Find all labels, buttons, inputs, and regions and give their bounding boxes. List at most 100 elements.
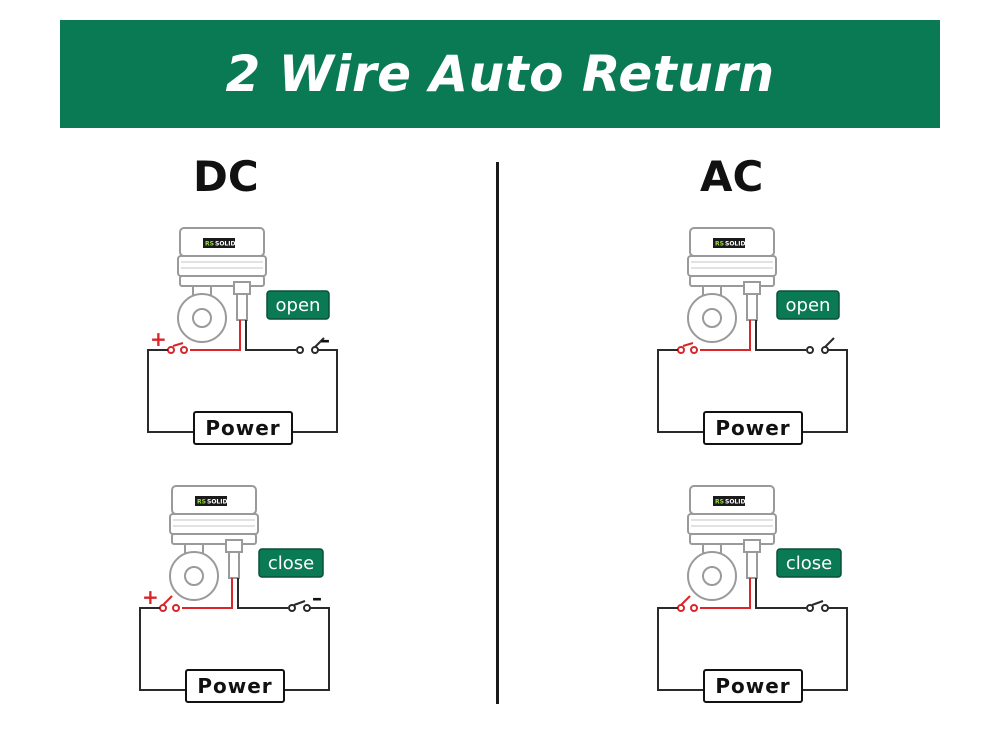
valve-bore — [192, 308, 212, 328]
cable-gland — [233, 281, 251, 295]
left-loop-wire — [657, 607, 703, 691]
right-loop-wire — [284, 607, 330, 691]
switch-lever-open — [680, 595, 691, 606]
brand-prefix: RS — [197, 499, 206, 506]
switch-lever-closed — [172, 342, 184, 347]
valve-bore — [702, 308, 722, 328]
power-box-frame — [193, 411, 293, 445]
cable-sleeve — [236, 293, 248, 321]
switch-lever-open — [824, 337, 835, 348]
switch-contact — [806, 604, 814, 612]
cable-gland — [225, 539, 243, 553]
right-loop-wire — [802, 349, 848, 433]
power-box-frame — [703, 411, 803, 445]
state-tag: open — [266, 290, 330, 320]
brand-prefix: RS — [715, 499, 724, 506]
black-lead-wire — [755, 578, 806, 609]
state-tag-label: open — [276, 295, 321, 316]
cable-sleeve — [746, 293, 758, 321]
cable-sleeve — [228, 551, 240, 579]
power-label: Power — [715, 674, 790, 698]
switch-contact — [806, 346, 814, 354]
section-heading-dc: DC — [193, 152, 259, 201]
actuator-body — [177, 255, 267, 277]
switch-lever-closed — [682, 342, 694, 347]
power-box: Power — [703, 669, 803, 703]
actuator-base — [689, 275, 775, 287]
power-label: Power — [715, 416, 790, 440]
black-lead-wire — [245, 320, 296, 351]
state-tag-bg — [266, 290, 330, 320]
valve-bore — [702, 566, 722, 586]
switch-contact — [311, 346, 319, 354]
brand-prefix: RS — [205, 241, 214, 248]
brand-prefix: RS — [715, 241, 724, 248]
state-tag-bg — [776, 290, 840, 320]
power-box: Power — [703, 411, 803, 445]
switch-contact — [677, 346, 685, 354]
state-tag-bg — [258, 548, 324, 578]
minus-sign: – — [312, 586, 322, 610]
switch-lever-closed — [293, 600, 306, 606]
state-tag-bg — [776, 548, 842, 578]
plus-sign: + — [150, 327, 167, 351]
actuator-base — [689, 533, 775, 545]
switch-contact — [159, 604, 167, 612]
cable-gland — [743, 281, 761, 295]
power-label: Power — [197, 674, 272, 698]
actuator-base — [171, 533, 257, 545]
plus-sign: + — [142, 585, 159, 609]
switch-contact — [821, 604, 829, 612]
power-box-frame — [185, 669, 285, 703]
minus-sign: – — [320, 328, 330, 352]
right-loop-wire — [802, 607, 848, 691]
cable-sleeve — [746, 551, 758, 579]
switch-contact — [296, 346, 304, 354]
red-lead-wire — [700, 320, 751, 351]
state-tag-label: open — [786, 295, 831, 316]
switch-contact — [167, 346, 175, 354]
switch-contact — [303, 604, 311, 612]
black-lead-wire — [755, 320, 806, 351]
actuator-base — [179, 275, 265, 287]
switch-contact — [690, 346, 698, 354]
switch-contact — [690, 604, 698, 612]
power-box: Power — [185, 669, 285, 703]
switch-contact — [180, 346, 188, 354]
brand-name: SOLID — [725, 241, 745, 248]
actuator-body — [687, 255, 777, 277]
title-banner: 2 Wire Auto Return — [60, 20, 940, 128]
red-lead-wire — [182, 578, 233, 609]
brand-name: SOLID — [215, 241, 235, 248]
banner-title: 2 Wire Auto Return — [225, 45, 775, 103]
brand-name: SOLID — [207, 499, 227, 506]
brand-badge — [713, 496, 745, 506]
brand-badge — [203, 238, 235, 248]
power-box: Power — [193, 411, 293, 445]
switch-lever-closed — [811, 600, 824, 606]
left-loop-wire — [147, 349, 193, 433]
left-loop-wire — [657, 349, 703, 433]
brand-name: SOLID — [725, 499, 745, 506]
cable-gland — [743, 539, 761, 553]
section-divider — [496, 162, 499, 704]
red-lead-wire — [700, 578, 751, 609]
left-loop-wire — [139, 607, 185, 691]
switch-contact — [821, 346, 829, 354]
brand-badge — [713, 238, 745, 248]
right-loop-wire — [292, 349, 338, 433]
switch-contact — [288, 604, 296, 612]
state-tag-label: close — [786, 553, 832, 574]
valve-bore — [184, 566, 204, 586]
actuator-body — [169, 513, 259, 535]
state-tag: close — [776, 548, 842, 578]
